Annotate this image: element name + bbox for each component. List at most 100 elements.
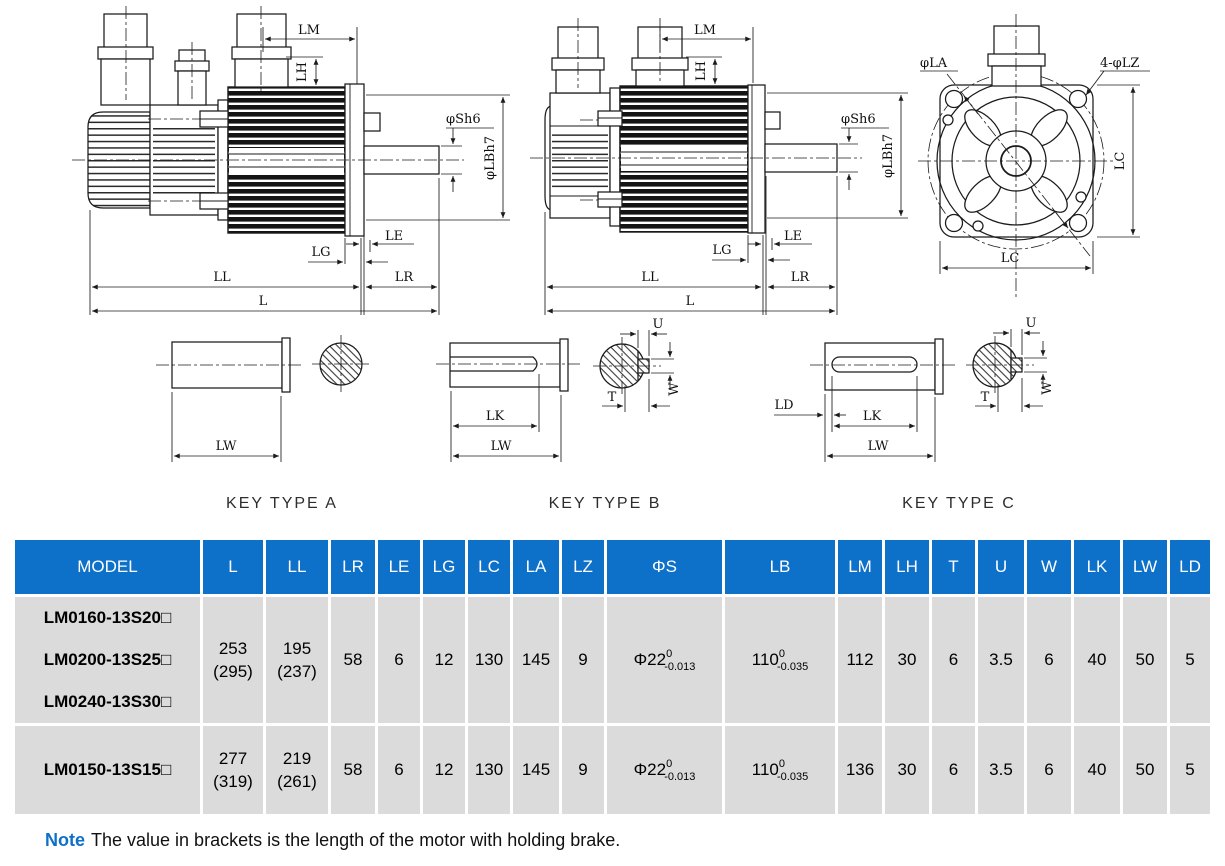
table-row: LM0150-13S15□ 277(319) 219(261) 58 6 12 … [15, 726, 1210, 814]
dimension-table: MODEL L LL LR LE LG LC LA LZ ΦS LB LM LH… [12, 537, 1213, 817]
cell-lz: 9 [562, 597, 604, 723]
col-header-la: LA [513, 540, 559, 594]
cell-lm: 112 [838, 597, 882, 723]
dim-label-sh6: φSh6 [841, 112, 876, 127]
dim-label-u: U [1026, 316, 1037, 331]
note-label: Note [45, 830, 85, 850]
dim-label-lz: 4-φLZ [1100, 56, 1139, 71]
cell-ld: 5 [1170, 597, 1210, 723]
key-type-a-drawing: LW KEY TYPE A [156, 335, 370, 512]
cell-le: 6 [378, 597, 420, 723]
cell-lm: 136 [838, 726, 882, 814]
cell-t: 6 [932, 597, 975, 723]
cell-u: 3.5 [978, 597, 1024, 723]
dim-label-lr: LR [395, 270, 415, 285]
dim-label-la: φLA [920, 56, 948, 71]
cell-lr: 58 [331, 726, 375, 814]
dim-label-lk: LK [486, 409, 505, 424]
cell-l: 253(295) [203, 597, 263, 723]
cell-lw: 50 [1123, 597, 1167, 723]
cell-lk: 40 [1074, 726, 1120, 814]
dim-label-lc-side: LC [1113, 152, 1128, 171]
dim-label-sh6: φSh6 [446, 112, 481, 127]
dim-label-w: W [667, 382, 682, 396]
key-type-c-caption: KEY TYPE C [902, 495, 1016, 512]
dim-label-ll: LL [641, 270, 659, 285]
cell-le: 6 [378, 726, 420, 814]
col-header-lr: LR [331, 540, 375, 594]
col-header-lk: LK [1074, 540, 1120, 594]
key-type-b-drawing: LK LW U W T KEY TYPE B [436, 317, 682, 512]
dim-label-lh: LH [694, 61, 709, 81]
cell-lh: 30 [885, 726, 929, 814]
dim-label-l: L [259, 294, 268, 309]
key-type-b-caption: KEY TYPE B [549, 495, 662, 512]
dim-label-t: T [981, 390, 990, 405]
col-header-ld: LD [1170, 540, 1210, 594]
cell-w: 6 [1027, 597, 1071, 723]
cell-lc: 130 [468, 597, 510, 723]
table-header-row: MODEL L LL LR LE LG LC LA LZ ΦS LB LM LH… [15, 540, 1210, 594]
dim-label-le: LE [784, 229, 802, 244]
dim-label-lw: LW [216, 439, 238, 454]
cell-lc: 130 [468, 726, 510, 814]
cell-lk: 40 [1074, 597, 1120, 723]
cell-model: LM0150-13S15□ [15, 726, 200, 814]
key-type-c-drawing: LD LK LW U W T KEY TYPE C [774, 316, 1055, 512]
col-header-lz: LZ [562, 540, 604, 594]
technical-drawings: LM LH φSh6 φLBh7 LG LE LL LR [72, 6, 1150, 512]
cell-model: LM0160-13S20□ LM0200-13S25□ LM0240-13S30… [15, 597, 200, 723]
cell-lb: 1100-0.035 [725, 597, 835, 723]
dim-label-lg: LG [311, 245, 330, 260]
dim-label-lw: LW [491, 439, 513, 454]
cell-w: 6 [1027, 726, 1071, 814]
col-header-lh: LH [885, 540, 929, 594]
col-header-lg: LG [423, 540, 465, 594]
dim-label-lk: LK [863, 409, 882, 424]
dim-label-u: U [653, 317, 664, 332]
col-header-lm: LM [838, 540, 882, 594]
col-header-model: MODEL [15, 540, 200, 594]
col-header-w: W [1027, 540, 1071, 594]
cell-phis: Φ220-0.013 [607, 597, 722, 723]
cell-lg: 12 [423, 726, 465, 814]
dim-label-le: LE [385, 229, 403, 244]
dim-label-ll: LL [213, 270, 231, 285]
cell-lh: 30 [885, 597, 929, 723]
cell-t: 6 [932, 726, 975, 814]
cell-ld: 5 [1170, 726, 1210, 814]
cell-lg: 12 [423, 597, 465, 723]
table-row: LM0160-13S20□ LM0200-13S25□ LM0240-13S30… [15, 597, 1210, 723]
motor-front-view: φLA 4-φLZ LC LC [918, 14, 1150, 298]
note-text: The value in brackets is the length of t… [91, 830, 621, 850]
dim-label-t: T [608, 390, 617, 405]
dim-label-lg: LG [712, 243, 731, 258]
dim-label-lbh7: φLBh7 [881, 134, 896, 178]
dim-label-lh: LH [295, 62, 310, 82]
cell-lb: 1100-0.035 [725, 726, 835, 814]
footnote: Note The value in brackets is the length … [45, 830, 620, 851]
col-header-t: T [932, 540, 975, 594]
col-header-phis: ΦS [607, 540, 722, 594]
cell-phis: Φ220-0.013 [607, 726, 722, 814]
col-header-le: LE [378, 540, 420, 594]
dim-label-ld: LD [774, 398, 793, 413]
cell-la: 145 [513, 726, 559, 814]
col-header-ll: LL [266, 540, 328, 594]
col-header-lb: LB [725, 540, 835, 594]
cell-ll: 195(237) [266, 597, 328, 723]
col-header-u: U [978, 540, 1024, 594]
dim-label-lm: LM [694, 23, 716, 38]
dim-label-lw: LW [868, 439, 890, 454]
motor-side-view: LM LH φSh6 φLBh7 LG LE LL LR [530, 18, 908, 315]
motor-side-view-with-brake: LM LH φSh6 φLBh7 LG LE LL LR [72, 6, 510, 315]
cell-l: 277(319) [203, 726, 263, 814]
dim-label-w: W [1040, 381, 1055, 395]
cell-ll: 219(261) [266, 726, 328, 814]
dim-label-lbh7: φLBh7 [483, 136, 498, 180]
col-header-lc: LC [468, 540, 510, 594]
cell-la: 145 [513, 597, 559, 723]
dim-label-lm: LM [298, 23, 320, 38]
col-header-l: L [203, 540, 263, 594]
cell-lr: 58 [331, 597, 375, 723]
